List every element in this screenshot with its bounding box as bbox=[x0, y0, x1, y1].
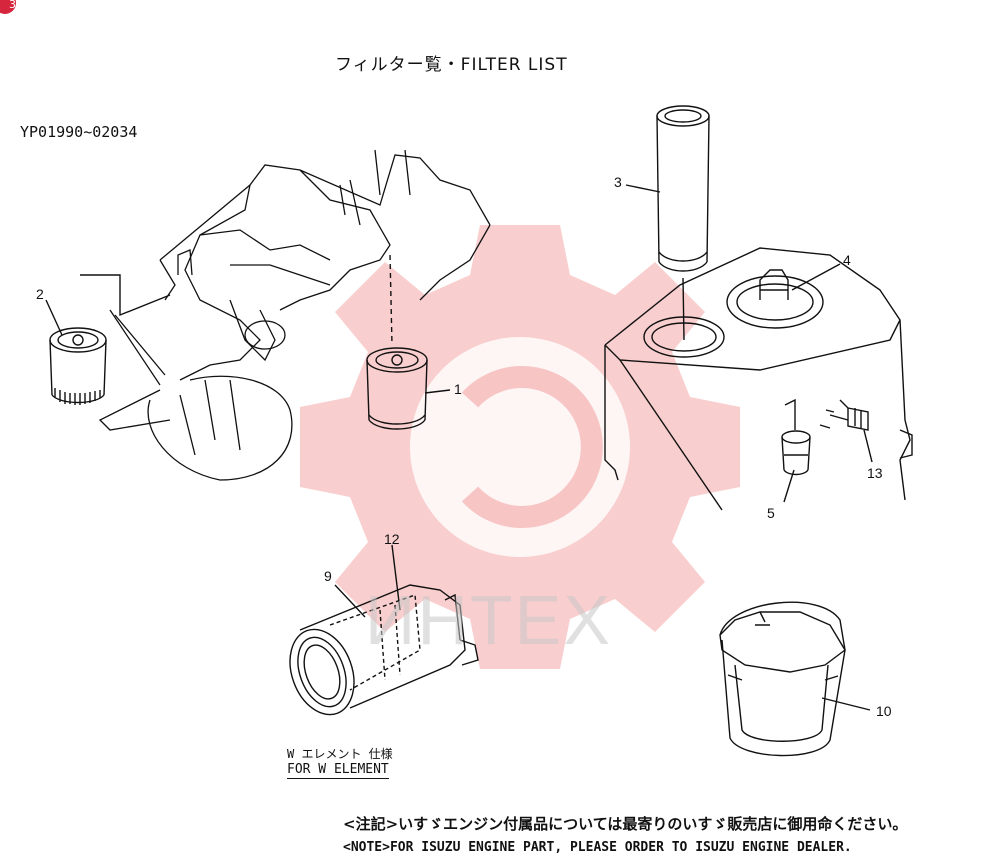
w-element-jp-label: W エレメント 仕様 bbox=[287, 747, 393, 761]
callout-1: 1 bbox=[454, 381, 462, 397]
leader-1 bbox=[424, 389, 451, 394]
filter-5-icon bbox=[781, 398, 811, 476]
filter-2-icon bbox=[49, 327, 107, 405]
page-title: フィルター覧・FILTER LIST bbox=[335, 55, 568, 75]
callout-2: 2 bbox=[36, 286, 44, 302]
leader-2 bbox=[45, 299, 63, 336]
filter-element-10-icon bbox=[719, 601, 846, 757]
callout-5: 5 bbox=[767, 505, 775, 521]
callout-12: 12 bbox=[384, 531, 400, 547]
filter-1-icon bbox=[366, 347, 428, 430]
callout-9: 9 bbox=[324, 568, 332, 584]
leader-2-engine bbox=[80, 274, 171, 317]
callout-3: 3 bbox=[614, 174, 622, 190]
callout-4: 4 bbox=[843, 252, 851, 268]
hydraulic-tank-outline bbox=[604, 247, 913, 511]
watermark-arc bbox=[461, 366, 603, 528]
leader-3 bbox=[625, 184, 661, 193]
serial-range: YP01990~02034 bbox=[20, 123, 138, 141]
part-13-icon bbox=[819, 399, 869, 431]
note-jp: <注記>いすゞエンジン付属品については最寄りのいすゞ販売店に御用命ください。 bbox=[343, 815, 908, 833]
callout-10: 10 bbox=[876, 703, 892, 719]
leader-12 bbox=[391, 544, 401, 611]
w-element-en-label: FOR W ELEMENT bbox=[287, 762, 389, 779]
leader-4 bbox=[791, 263, 841, 291]
filter-element-3-icon bbox=[656, 105, 710, 341]
leader-9 bbox=[334, 584, 366, 618]
dashed-guide-1 bbox=[389, 254, 393, 346]
leader-13 bbox=[863, 429, 873, 463]
filter-element-9-12-icon bbox=[289, 584, 479, 716]
leader-5 bbox=[783, 469, 795, 503]
engine-outline bbox=[98, 149, 491, 481]
note-en: <NOTE>FOR ISUZU ENGINE PART, PLEASE ORDE… bbox=[343, 840, 852, 855]
watermark-text: ИНТЕХ bbox=[365, 581, 613, 659]
corner-badge: 3 bbox=[0, 0, 16, 14]
leader-10 bbox=[821, 697, 871, 711]
callout-13: 13 bbox=[867, 465, 883, 481]
